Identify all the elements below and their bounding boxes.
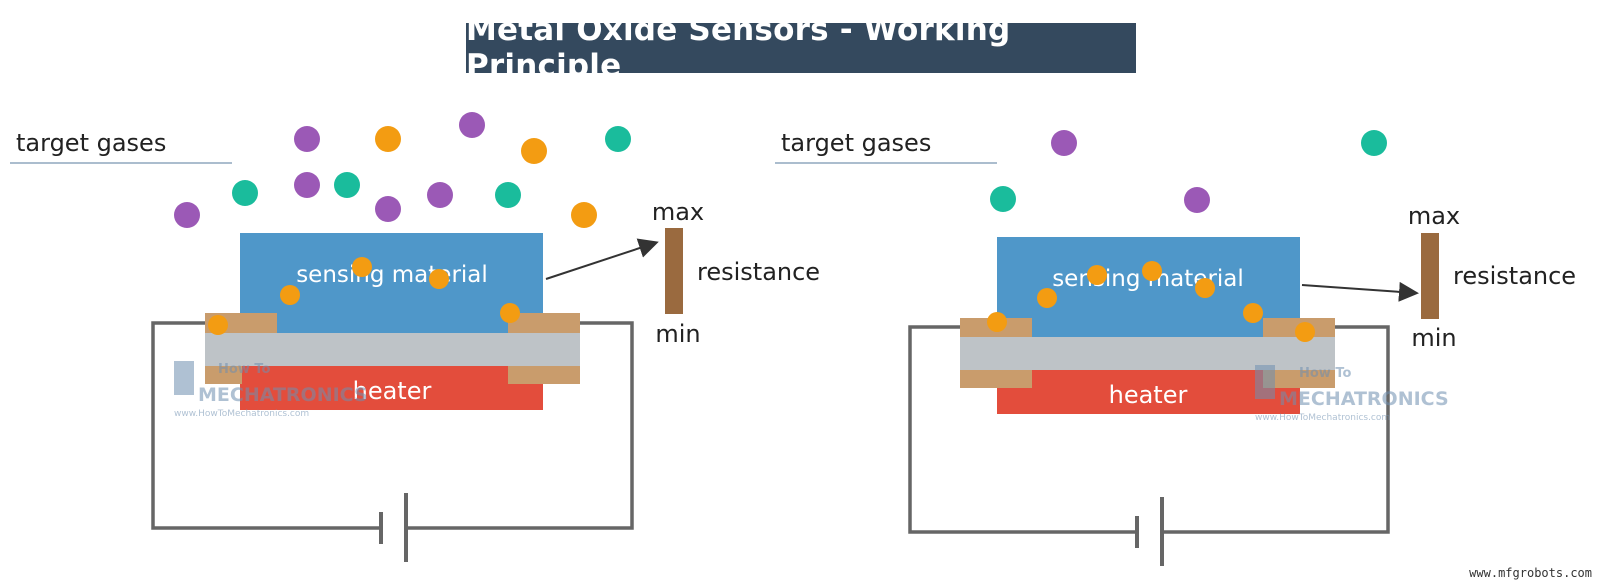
- heater: [997, 368, 1300, 414]
- adsorbed-particle: [1295, 322, 1315, 342]
- gas-molecule: [294, 126, 320, 152]
- adsorbed-particle: [1037, 288, 1057, 308]
- sensing-material-label: sensing material: [296, 262, 488, 288]
- gas-molecule: [375, 126, 401, 152]
- gas-molecule: [1361, 130, 1387, 156]
- gas-molecule: [375, 196, 401, 222]
- circuit-wire: [151, 321, 381, 530]
- resistance-bar: [1421, 233, 1439, 319]
- adsorbed-particle: [500, 303, 520, 323]
- gas-molecule: [1051, 130, 1077, 156]
- gas-molecule: [427, 182, 453, 208]
- electrode: [508, 313, 580, 333]
- resistance-max-label: max: [652, 198, 704, 226]
- electrode: [205, 366, 242, 384]
- gas-molecules: [174, 112, 631, 228]
- gas-molecule: [174, 202, 200, 228]
- circuit-wire: [908, 325, 1137, 534]
- gas-molecule: [459, 112, 485, 138]
- electrode: [960, 370, 1032, 388]
- adsorbed-particle: [987, 312, 1007, 332]
- watermark-main-text: MECHATRONICS: [1279, 388, 1449, 410]
- adsorbed-particle: [1195, 278, 1215, 298]
- gas-molecule: [1184, 187, 1210, 213]
- sensing-material: [240, 233, 543, 333]
- adsorbed-particle: [429, 269, 449, 289]
- gas-molecule: [990, 186, 1016, 212]
- watermark-main-text: MECHATRONICS: [198, 384, 368, 406]
- gas-molecule: [294, 172, 320, 198]
- substrate: [205, 332, 580, 366]
- adsorbed-particle: [1243, 303, 1263, 323]
- adsorbed-particle: [208, 315, 228, 335]
- adsorbed-particle: [1087, 265, 1107, 285]
- target-gases-label: target gases: [781, 129, 931, 157]
- watermark-url: www.HowToMechatronics.com: [1255, 413, 1390, 423]
- resistance-bar: [665, 228, 683, 314]
- panel-left: target gases heater s: [10, 112, 820, 562]
- heater: [240, 365, 543, 410]
- gas-molecule: [521, 138, 547, 164]
- gas-molecules: [990, 130, 1387, 213]
- heater-label: heater: [1109, 381, 1188, 409]
- gas-molecule: [495, 182, 521, 208]
- watermark-icon: [174, 361, 194, 395]
- electrode: [508, 366, 580, 384]
- resistance-max-label: max: [1408, 202, 1460, 230]
- target-gases-label: target gases: [16, 129, 166, 157]
- watermark-url: www.HowToMechatronics.com: [174, 409, 309, 419]
- watermark-top-text: How To: [1299, 366, 1351, 381]
- circuit-wire: [1162, 325, 1390, 534]
- adsorbed-particles: [208, 257, 520, 335]
- adsorbed-particle: [1142, 261, 1162, 281]
- watermark-top-text: How To: [218, 362, 270, 377]
- source-credit: www.mfgrobots.com: [1469, 566, 1592, 580]
- circuit-wire: [406, 321, 634, 530]
- panel-right: target gases heater sensing material: [775, 129, 1576, 566]
- resistance-arrow: [1301, 281, 1419, 302]
- adsorbed-particles: [987, 261, 1315, 342]
- resistance-label: resistance: [697, 258, 820, 286]
- watermark-logo: How To MECHATRONICS www.HowToMechatronic…: [174, 361, 368, 419]
- gas-molecule: [334, 172, 360, 198]
- watermark-icon: [1255, 365, 1275, 399]
- resistance-min-label: min: [655, 320, 700, 348]
- electrode: [1263, 370, 1335, 388]
- gas-molecule: [232, 180, 258, 206]
- substrate: [960, 336, 1335, 370]
- resistance-label: resistance: [1453, 262, 1576, 290]
- adsorbed-particle: [352, 257, 372, 277]
- resistance-arrow: [545, 238, 659, 280]
- gas-molecule: [605, 126, 631, 152]
- resistance-min-label: min: [1411, 324, 1456, 352]
- watermark-logo: How To MECHATRONICS www.HowToMechatronic…: [1255, 365, 1449, 423]
- gas-molecule: [571, 202, 597, 228]
- adsorbed-particle: [280, 285, 300, 305]
- heater-label: heater: [353, 377, 432, 405]
